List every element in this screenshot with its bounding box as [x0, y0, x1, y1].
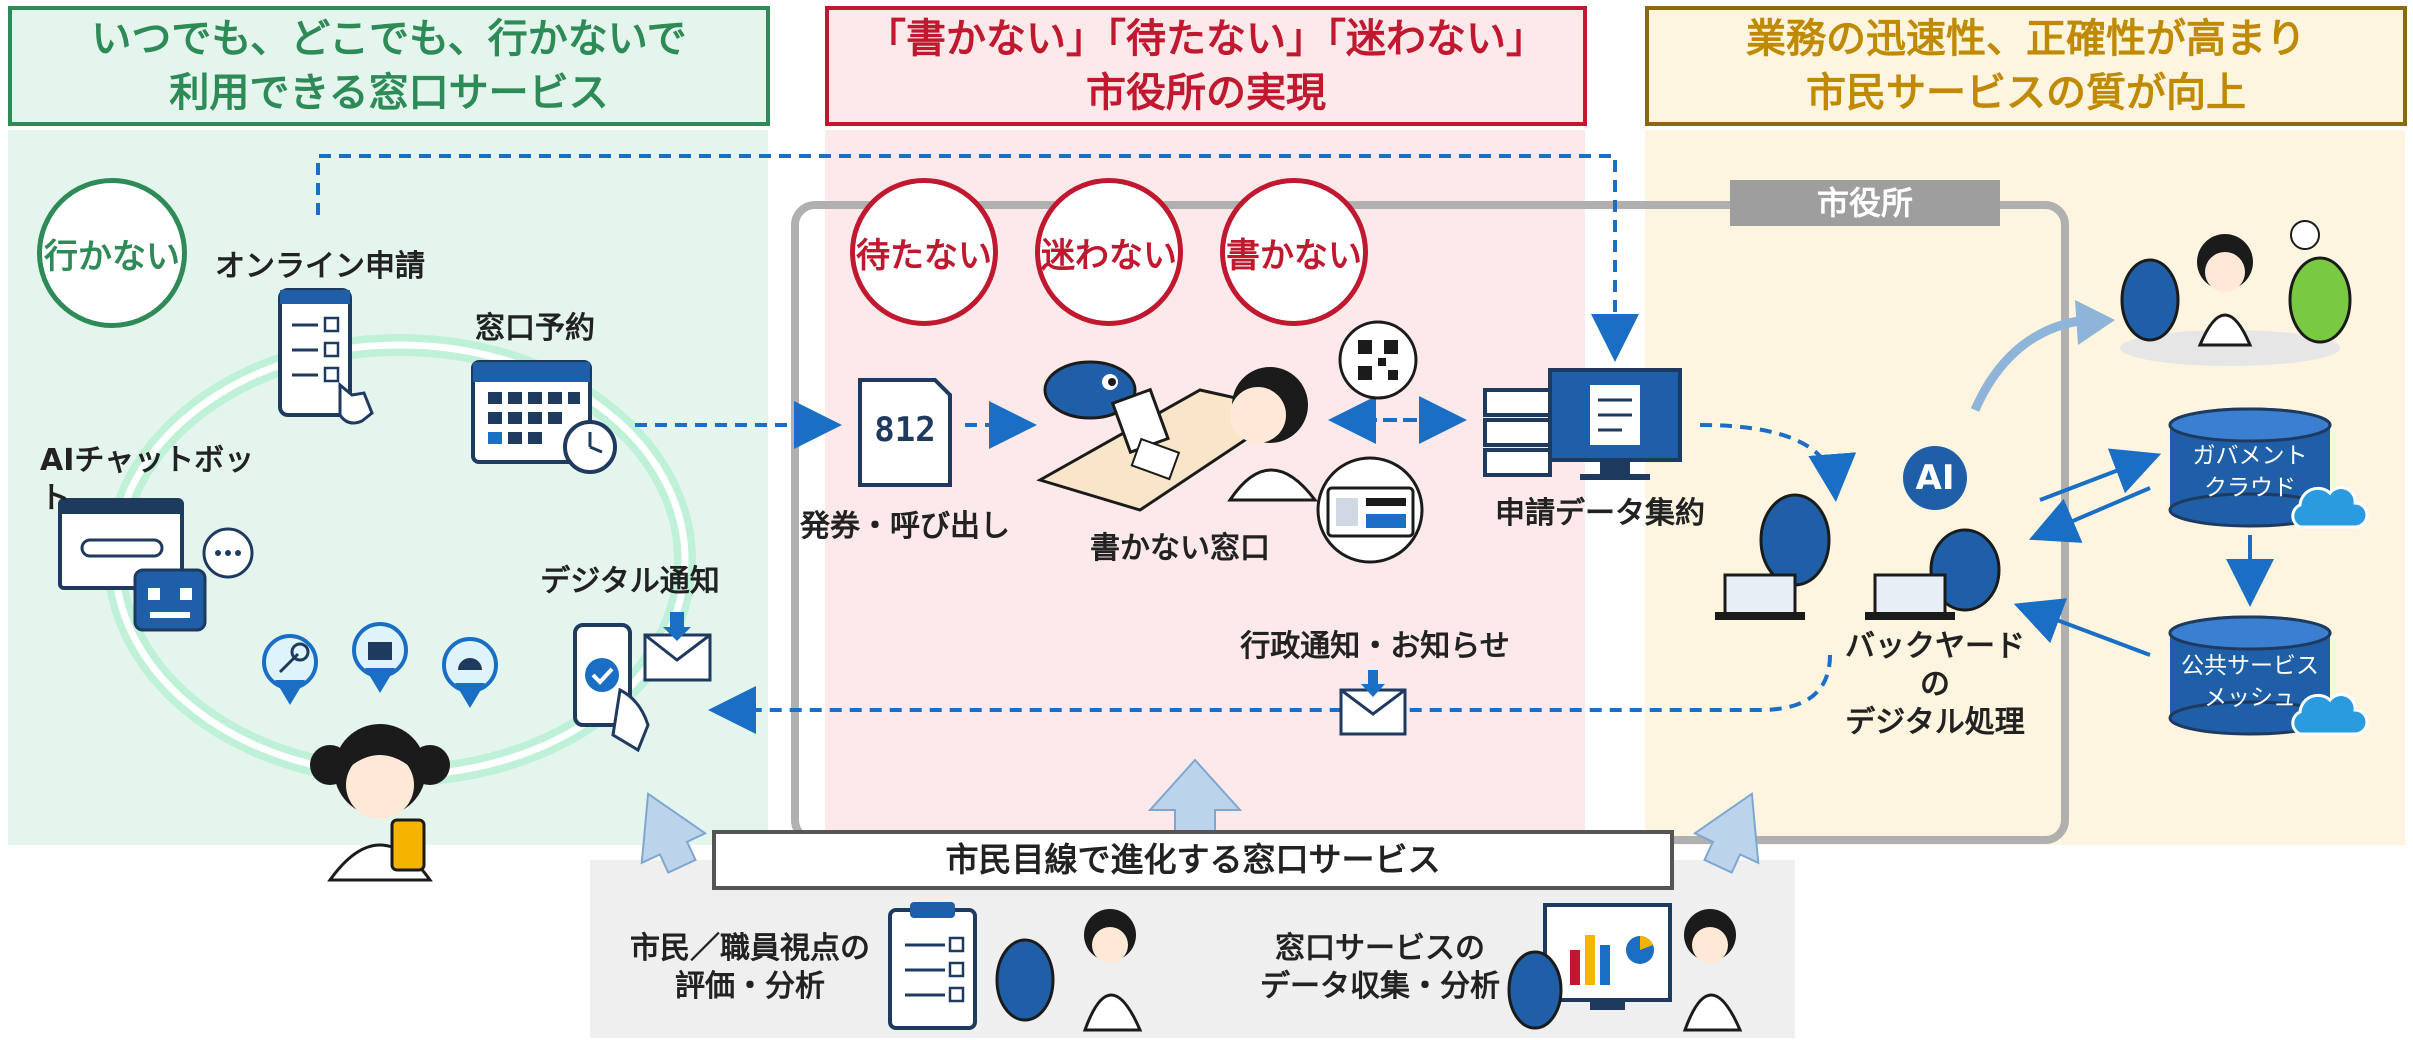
public-mesh-cylinder	[2168, 615, 2369, 736]
header-right: 業務の迅速性、正確性が高まり 市民サービスの質が向上	[1645, 6, 2407, 126]
ai-label: AI	[1915, 458, 1955, 498]
data-server-icon	[1483, 368, 1682, 480]
citizen-figure	[310, 724, 450, 882]
digital-notification-icon	[573, 612, 712, 753]
ai-circle	[1903, 446, 1967, 510]
label-admin-notice: 行政通知・お知らせ	[1240, 629, 1510, 664]
label-data-analysis: 窓口サービスの データ収集・分析	[1260, 931, 1500, 1004]
bottom-title: 市民目線で進化する窓口サービス	[712, 830, 1674, 890]
label-public-mesh: 公共サービス メッシュ	[2181, 653, 2319, 711]
label-reservation: 窓口予約	[475, 311, 595, 346]
from-mesh-arrow	[2013, 598, 2151, 657]
clipboard-icon	[888, 902, 1143, 1032]
to-gov-cloud-arrow	[2039, 448, 2162, 502]
feedback-arrow-right	[1692, 791, 1760, 874]
online-application-icon	[278, 288, 374, 425]
ticket-icon	[858, 378, 952, 487]
label-ticket: 発券・呼び出し	[800, 509, 1010, 544]
improvement-arrow	[1970, 315, 2086, 412]
label-no-writing-counter: 書かない窓口	[1090, 531, 1270, 566]
envelope-icon	[1338, 668, 1408, 738]
label-digital-notification: デジタル通知	[540, 564, 720, 599]
backyard-workers	[1715, 493, 2001, 620]
label-backyard: バックヤードの デジタル処理	[1845, 629, 2025, 740]
chatbot-icon	[58, 498, 254, 632]
label-evaluation: 市民／職員視点の 評価・分析	[630, 931, 870, 1004]
feedback-arrow-center	[1147, 758, 1243, 836]
cityhall-tag: 市役所	[1730, 180, 2000, 226]
online-to-data-arrow	[316, 154, 1639, 362]
counter-scene	[1036, 360, 1319, 512]
label-data-collect: 申請データ集約	[1495, 496, 1705, 531]
id-card-icon	[1316, 456, 1424, 564]
ticket-number: 812	[874, 410, 936, 450]
header-center: 「書かない」「待たない」「迷わない」 市役所の実現	[825, 6, 1587, 126]
qr-code-icon	[1338, 320, 1418, 400]
badge-ikanai: 行かない	[37, 178, 187, 328]
badge-matanai: 待たない	[850, 178, 998, 326]
presentation-board-icon	[1507, 903, 1743, 1032]
label-ai-chatbot: AIチャットボット	[40, 443, 255, 516]
calendar-icon	[471, 360, 617, 474]
gov-cloud-cylinder	[2168, 407, 2369, 529]
badge-mayowanai: 迷わない	[1035, 178, 1183, 326]
badge-kakanai: 書かない	[1220, 178, 1368, 326]
location-pin-icons	[262, 622, 498, 708]
header-left: いつでも、どこでも、行かないで 利用できる窓口サービス	[8, 6, 770, 126]
data-to-backyard-arrow	[1699, 423, 1857, 502]
satisfied-citizens	[2120, 220, 2352, 366]
label-gov-cloud: ガバメント クラウド	[2192, 443, 2308, 501]
label-online-application: オンライン申請	[215, 249, 425, 284]
from-gov-cloud-arrow	[2028, 486, 2151, 543]
feedback-arrow-left	[640, 791, 708, 874]
backyard-to-notify-arrow	[708, 654, 1832, 734]
improvement-arrow-head	[2075, 300, 2115, 345]
